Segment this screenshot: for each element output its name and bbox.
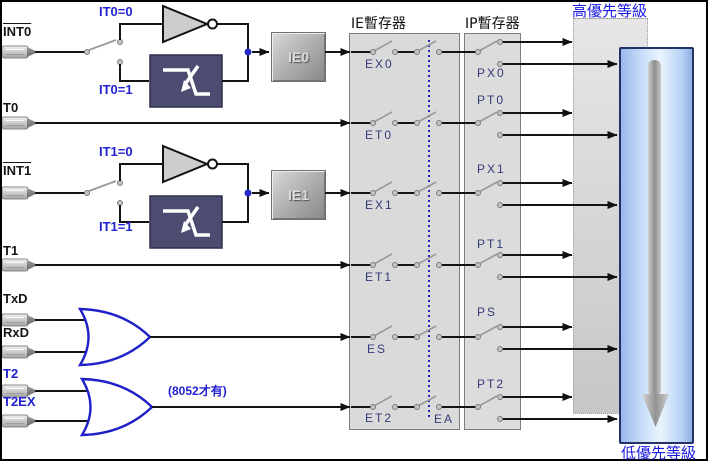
ie-register-box xyxy=(349,33,460,430)
int1-pin-icon xyxy=(1,186,39,200)
row-wires-t0 xyxy=(351,111,617,138)
rxd-pin-icon xyxy=(1,345,39,359)
row-wires-serial xyxy=(351,325,617,352)
int1-inverter-bubble xyxy=(207,158,218,170)
timer2-or-gate xyxy=(35,377,351,437)
int0-junction-dot xyxy=(244,48,252,56)
row-wires-t2 xyxy=(351,395,617,422)
int1-junction-dot xyxy=(244,189,252,197)
t2-pin-icon xyxy=(1,384,39,398)
row-wires-int1 xyxy=(351,181,617,208)
int1-mode-switch xyxy=(88,180,117,192)
row-wires-int0 xyxy=(351,40,617,67)
ie0-latch-box: IE0 xyxy=(271,32,326,82)
int0-edge-detector-icon xyxy=(148,53,224,109)
int0-inverter-bubble xyxy=(207,18,218,30)
t2ex-pin-icon xyxy=(1,414,39,428)
int0-pin-icon xyxy=(1,45,39,59)
txd-pin-icon xyxy=(1,313,39,327)
int0-mode-switch xyxy=(88,39,117,51)
serial-or-gate xyxy=(35,307,351,367)
int0-inverter-icon xyxy=(162,4,210,44)
int1-edge-detector-icon xyxy=(148,194,224,250)
int0-trigger-circuit xyxy=(35,4,351,109)
ie1-latch-label: IE1 xyxy=(287,187,309,203)
int1-inverter-icon xyxy=(162,144,210,184)
polling-sequence-arrow-icon xyxy=(642,60,669,427)
ip-register-box xyxy=(464,33,521,430)
t1-pin-icon xyxy=(1,258,39,272)
int1-trigger-circuit xyxy=(35,144,351,250)
row-wires-t1 xyxy=(351,253,617,280)
ie1-latch-box: IE1 xyxy=(271,170,326,220)
ie0-latch-label: IE0 xyxy=(287,49,309,65)
t0-pin-icon xyxy=(1,116,39,130)
